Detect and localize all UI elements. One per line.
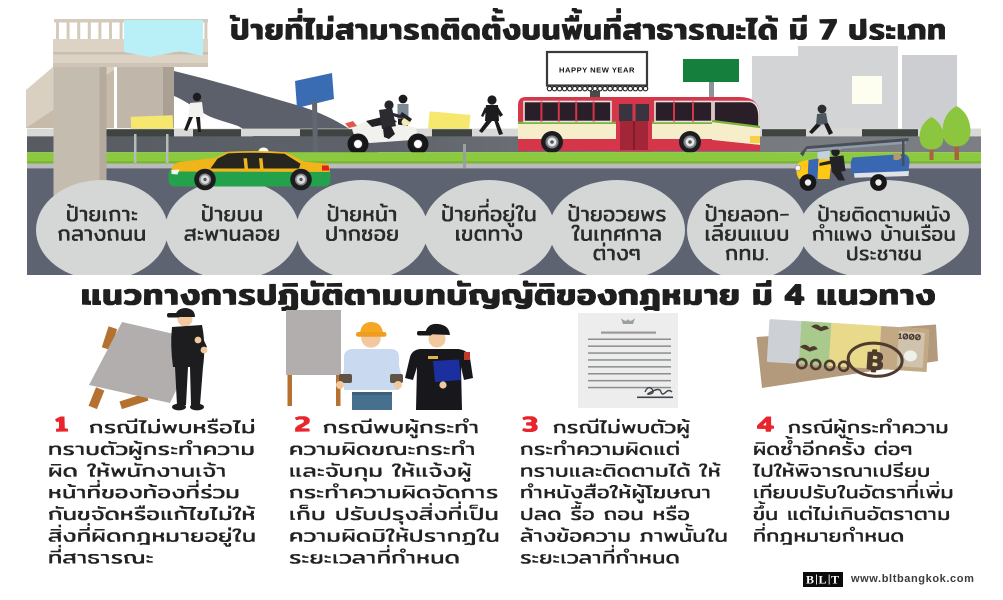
- svg-text:T: T: [831, 573, 839, 587]
- svg-text:HAPPY NEW YEAR: HAPPY NEW YEAR: [559, 65, 635, 74]
- svg-text:L: L: [818, 573, 826, 587]
- svg-text:www.bltbangkok.com: www.bltbangkok.com: [850, 573, 974, 585]
- svg-text:B: B: [806, 573, 814, 587]
